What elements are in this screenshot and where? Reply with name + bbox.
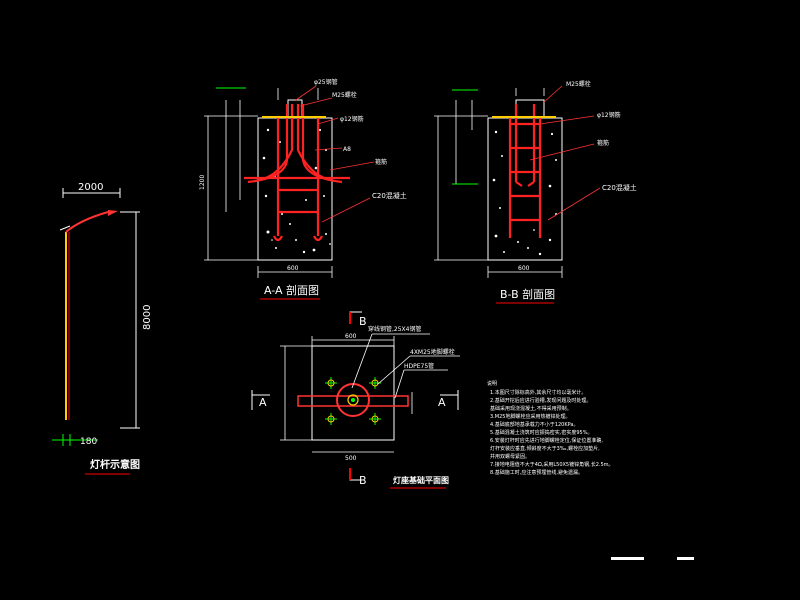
svg-text:600: 600 — [345, 333, 357, 340]
bb-m25-label: M25螺栓 — [566, 80, 591, 88]
plan-center-ring — [336, 383, 370, 417]
bb-phi12-label: φ12钢筋 — [597, 111, 621, 119]
note-line: 5.基础混凝土浇筑时应振捣密实,密实度95%。 — [490, 429, 592, 436]
aa-stirrup-label: 箍筋 — [375, 158, 387, 166]
pole-base-label: 180 — [80, 437, 97, 447]
scale-bars — [611, 557, 694, 560]
svg-text:500: 500 — [345, 455, 357, 462]
note-line: 3.M25地脚螺栓应采用热镀锌处理。 — [490, 413, 570, 420]
plan-foundation-outline — [311, 345, 395, 441]
plan-pipe-label: HDPE75管 — [404, 362, 434, 370]
plan-dimensions — [280, 336, 413, 453]
section-bb: 600 M25螺栓 φ12钢筋 箍筋 C20混凝土 B-B 剖面图 — [434, 80, 637, 304]
bb-dimensions — [434, 88, 563, 278]
cut-a-right: A — [438, 396, 446, 409]
plan-conduit-label: 穿线钢管,25X4钢管 — [368, 325, 421, 333]
bb-leaders — [529, 85, 601, 221]
plan-title: 灯座基础平面图 — [393, 475, 449, 485]
note-line: 7.接地电阻值不大于4Ω,采用L50X5镀锌角钢,长2.5m。 — [490, 461, 614, 468]
aa-m25-label: M25螺栓 — [332, 91, 357, 99]
note-line: 6.安装灯杆时应先进行地脚螺栓定位,保证位置准确, — [490, 437, 603, 444]
cut-b-bottom: B — [359, 474, 367, 487]
note-line: 2.基础开挖后应进行验槽,发现问题及时处理。 — [490, 397, 591, 404]
notes-heading: 说明 — [487, 380, 497, 387]
aa-a8-label: A8 — [343, 146, 351, 153]
note-line: 4.基础底部地基承载力不小于120KPa。 — [490, 421, 578, 428]
scale-bar-short — [677, 557, 694, 560]
aa-c20-label: C20混凝土 — [372, 191, 407, 200]
svg-text:600: 600 — [518, 265, 530, 272]
note-line: 灯杆安装应垂直,倾斜度不大于3‰,螺栓应加垫片, — [490, 445, 600, 452]
bb-stirrup-label: 箍筋 — [597, 139, 609, 147]
plan-pipe — [297, 395, 409, 407]
aa-leaders — [295, 85, 375, 223]
aa-rebar — [244, 104, 350, 242]
plan-leaders — [351, 333, 460, 399]
cut-a-left: A — [259, 396, 267, 409]
pole-width-label: 2000 — [78, 182, 103, 193]
section-aa-title: A-A 剖面图 — [264, 283, 319, 297]
pole-diagram: 2000 8000 180 灯杆示意图 — [52, 182, 153, 475]
cut-b-top: B — [359, 315, 367, 328]
bb-concrete-hatch — [492, 130, 557, 256]
notes: 说明 1.本图尺寸除标高外,其余尺寸均以毫米计。 2.基础开挖后应进行验槽,发现… — [487, 380, 614, 476]
note-line: 1.本图尺寸除标高外,其余尺寸均以毫米计。 — [490, 389, 586, 396]
svg-text:600: 600 — [287, 265, 299, 272]
bb-foundation-outline — [487, 117, 563, 261]
plan-anchor-bolts — [325, 377, 381, 425]
pole-height-label: 8000 — [142, 305, 153, 330]
pole-arm — [65, 211, 109, 233]
aa-phi12-label: φ12钢筋 — [340, 115, 364, 123]
scale-bar-long — [611, 557, 644, 560]
section-bb-title: B-B 剖面图 — [500, 287, 555, 301]
aa-conduit-label: φ25钢管 — [314, 78, 338, 86]
pole-title: 灯杆示意图 — [90, 458, 140, 471]
note-line: 基础采用现浇混凝土,不得采用预制。 — [490, 405, 572, 412]
plan-view: 600 500 穿线钢管,25X4钢管 4XM25地脚螺栓 — [251, 311, 460, 489]
note-line: 8.基础施工时,应注意预埋管线,避免遗漏。 — [490, 469, 583, 476]
svg-text:1200: 1200 — [199, 175, 206, 190]
note-line: 并用双螺母紧固。 — [490, 453, 530, 460]
bb-c20-label: C20混凝土 — [602, 183, 637, 192]
section-aa: 1200 600 φ25钢管 M25螺栓 φ12钢筋 A8 箍筋 C20混凝土 … — [199, 78, 407, 300]
plan-bolts-label: 4XM25地脚螺栓 — [410, 348, 455, 356]
lamp-head — [108, 210, 118, 216]
aa-dimensions — [204, 88, 333, 278]
